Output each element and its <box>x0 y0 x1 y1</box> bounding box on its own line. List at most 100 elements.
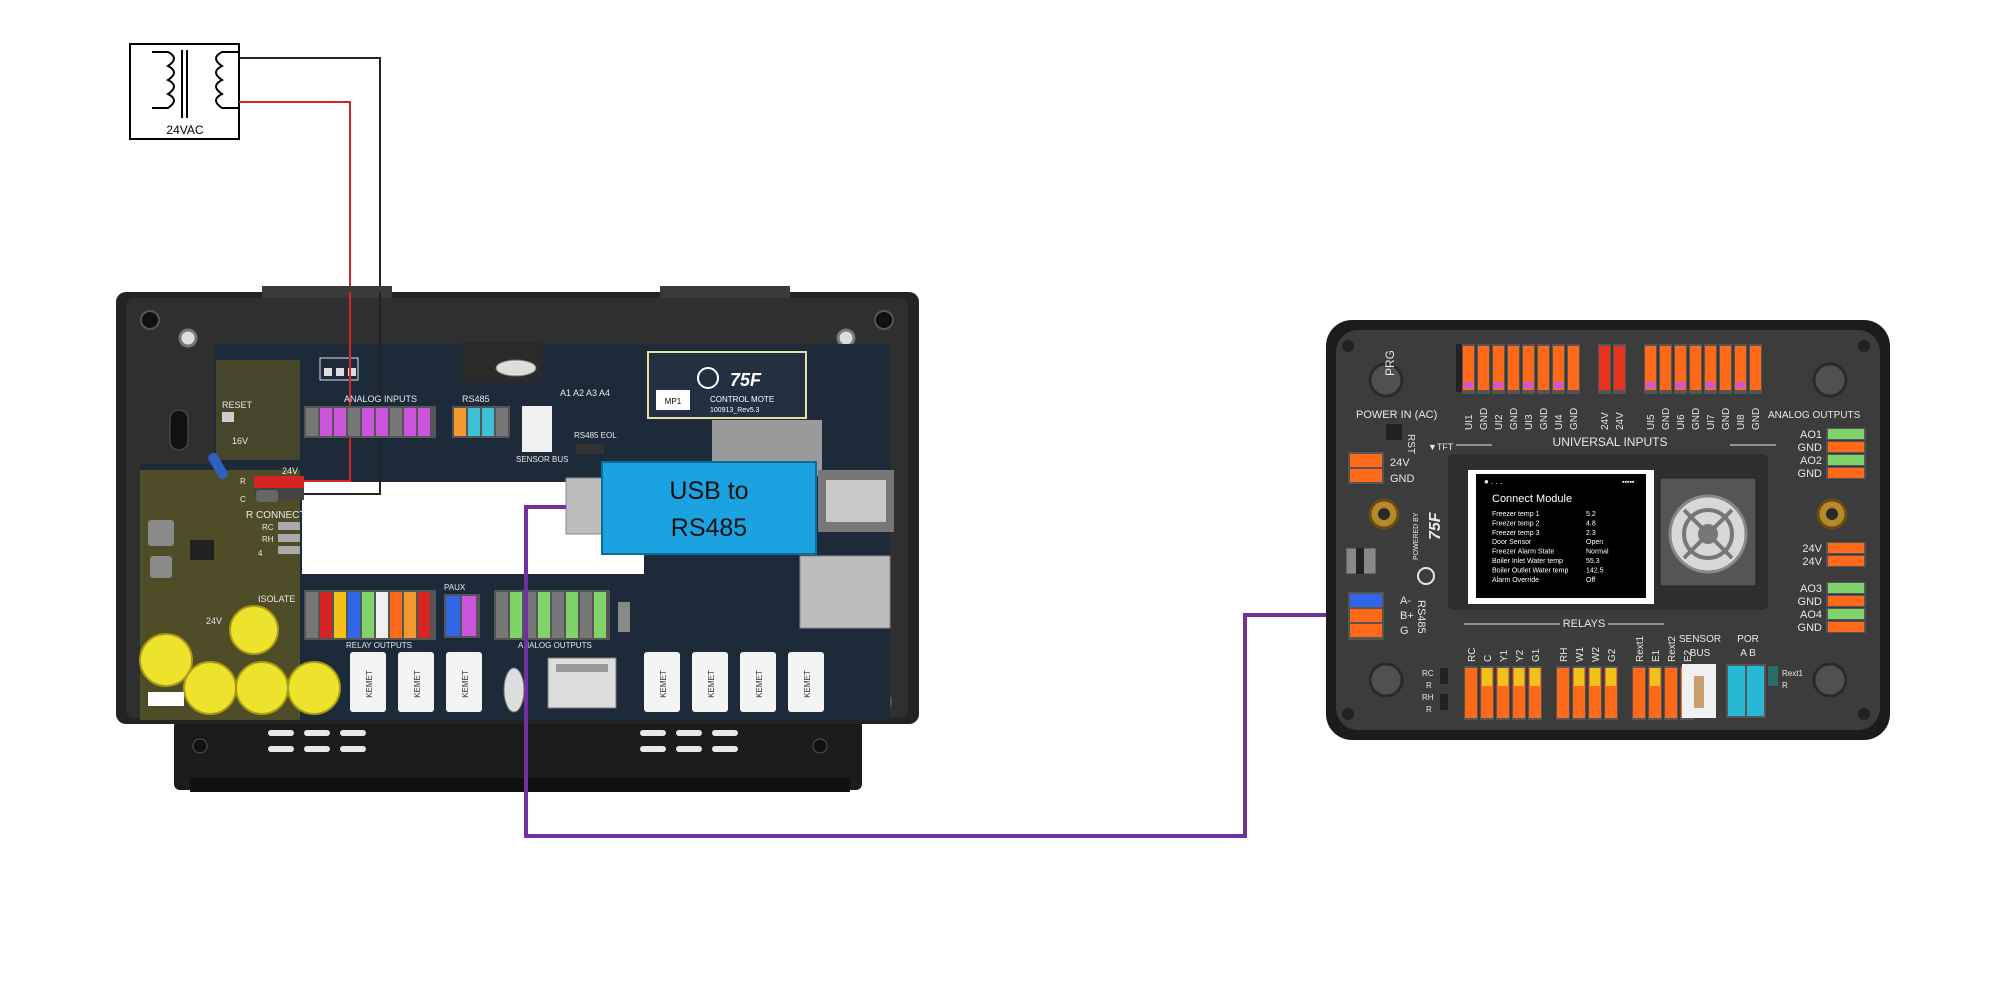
cm-rh-jumper[interactable] <box>1440 694 1448 710</box>
cm-por-terminal-a[interactable] <box>1728 666 1745 716</box>
rs485-eol-jumper[interactable] <box>576 444 604 454</box>
paux-terminals <box>444 594 480 638</box>
rs485-terminal-a[interactable] <box>468 408 480 436</box>
cm-por-terminal-b[interactable] <box>1747 666 1764 716</box>
relay-terminal-1[interactable] <box>306 592 318 638</box>
cm-rst-button[interactable] <box>1386 424 1402 440</box>
cm-ui-terminal-6[interactable] <box>1538 346 1549 390</box>
cm-ui-pin-label-2: GND <box>1479 408 1490 430</box>
cm-rs485-terminal-g[interactable] <box>1350 624 1382 637</box>
cm-rc-jumper[interactable] <box>1440 668 1448 684</box>
smartstat-24v-terminal[interactable] <box>254 476 304 488</box>
ai-terminal-6[interactable] <box>376 408 388 436</box>
relay-terminal-4[interactable] <box>348 592 360 638</box>
relay-terminal-3[interactable] <box>334 592 346 638</box>
cm-ui-terminal-18[interactable] <box>1750 346 1761 390</box>
reset-label: RESET <box>222 400 253 410</box>
cm-ui-terminal-14[interactable] <box>1690 346 1701 390</box>
cm-ui-pin-label-8: GND <box>1569 408 1580 430</box>
rs485-terminal-gnd[interactable] <box>496 408 508 436</box>
ao-terminal-5[interactable] <box>552 592 564 638</box>
cm-ui-terminal-5[interactable] <box>1523 346 1534 390</box>
cm-relay-terminal-10[interactable] <box>1633 668 1645 718</box>
ai-terminal-2[interactable] <box>320 408 332 436</box>
cm-ao-terminal-2[interactable] <box>1828 442 1864 452</box>
rs485-terminal-5v[interactable] <box>454 408 466 436</box>
wire-red-terminal <box>304 430 351 482</box>
svg-text:R: R <box>240 477 246 486</box>
ai-terminal-8[interactable] <box>404 408 416 436</box>
cm-screen-dots: ● . . . <box>1484 477 1502 486</box>
cm-ui-terminal-10[interactable] <box>1614 346 1625 390</box>
capacitor-5 <box>287 661 341 715</box>
cm-power-terminal-24v[interactable] <box>1350 454 1382 467</box>
sensor-bus-connector[interactable] <box>522 406 552 452</box>
paux-terminal-1[interactable] <box>446 596 460 636</box>
rs485-terminal-b[interactable] <box>482 408 494 436</box>
cm-rs485-terminal-b[interactable] <box>1350 609 1382 622</box>
cm-ui-terminal-17[interactable] <box>1735 346 1746 390</box>
cm-relay-terminals <box>1464 666 1694 720</box>
cm-ao-terminal-4[interactable] <box>1828 468 1864 478</box>
ai-terminal-9[interactable] <box>418 408 430 436</box>
ai-terminal-5[interactable] <box>362 408 374 436</box>
cm-ao-terminal-3[interactable] <box>1828 455 1864 465</box>
cm-ui-terminal-8[interactable] <box>1568 346 1579 390</box>
relay-terminal-7[interactable] <box>390 592 402 638</box>
cm-rs485-terminal-a[interactable] <box>1350 594 1382 607</box>
cm-ui-terminal-13[interactable] <box>1675 346 1686 390</box>
relay-terminal-9[interactable] <box>418 592 430 638</box>
cm-ui-pin-label-15: UI7 <box>1706 414 1717 430</box>
cm-ao2-terminal-4[interactable] <box>1828 622 1864 632</box>
adapter-label-line1: USB to <box>669 477 748 505</box>
cm-24v-right-terminal-2[interactable] <box>1828 556 1864 566</box>
cm-ui-terminal-7[interactable] <box>1553 346 1564 390</box>
ai-terminal-3[interactable] <box>334 408 346 436</box>
cm-screen-row-value-3: 2.3 <box>1586 530 1596 537</box>
cm-ao2-terminal-1[interactable] <box>1828 583 1864 593</box>
cm-ui-terminal-15[interactable] <box>1705 346 1716 390</box>
cm-rst-label: RST <box>1405 434 1416 454</box>
relay-terminal-2[interactable] <box>320 592 332 638</box>
ao-terminal-1[interactable] <box>496 592 508 638</box>
cm-relay-terminal-6[interactable] <box>1557 668 1569 718</box>
cm-analog-outputs-label: ANALOG OUTPUTS <box>1768 410 1861 421</box>
relay-terminal-5[interactable] <box>362 592 374 638</box>
cm-ao2-terminal-2[interactable] <box>1828 596 1864 606</box>
cm-ao2-terminal-3[interactable] <box>1828 609 1864 619</box>
cm-ui-terminal-16[interactable] <box>1720 346 1731 390</box>
cm-24v-right-terminal-1[interactable] <box>1828 543 1864 553</box>
cm-ui-terminal-9[interactable] <box>1599 346 1610 390</box>
cm-ui-terminal-3[interactable] <box>1493 346 1504 390</box>
cm-ao-terminal-1[interactable] <box>1828 429 1864 439</box>
cm-ui-terminal-12[interactable] <box>1660 346 1671 390</box>
cm-power-terminal-gnd[interactable] <box>1350 469 1382 482</box>
ao-terminal-2[interactable] <box>510 592 522 638</box>
relay-terminal-6[interactable] <box>376 592 388 638</box>
cm-relay-terminal-12[interactable] <box>1665 668 1677 718</box>
ai-terminal-7[interactable] <box>390 408 402 436</box>
cm-screen-row-name-5: Freezer Alarm State <box>1492 549 1554 556</box>
mount-hole-left <box>178 328 198 348</box>
svg-text:16V: 16V <box>232 436 248 446</box>
ao-terminal-4[interactable] <box>538 592 550 638</box>
ai-terminal-1[interactable] <box>306 408 318 436</box>
smartstat-brand: 75F <box>730 370 762 390</box>
reset-button[interactable] <box>222 412 234 422</box>
cm-ui-pin-label-7: UI4 <box>1554 414 1565 430</box>
ao-terminal-7[interactable] <box>580 592 592 638</box>
ai-terminal-4[interactable] <box>348 408 360 436</box>
usb-port <box>826 480 886 522</box>
relay-terminal-8[interactable] <box>404 592 416 638</box>
cm-screen-wifi-icon: ▪▪▪▪▪ <box>1622 479 1635 486</box>
cm-relay-terminal-1[interactable] <box>1465 668 1477 718</box>
r-connect-switch[interactable] <box>256 490 278 502</box>
cm-ui-terminal-11[interactable] <box>1645 346 1656 390</box>
ao-terminal-6[interactable] <box>566 592 578 638</box>
cm-ui-terminal-1[interactable] <box>1463 346 1474 390</box>
cm-ui-terminal-4[interactable] <box>1508 346 1519 390</box>
ao-terminal-8[interactable] <box>594 592 606 638</box>
cm-por-label: POR <box>1737 634 1759 645</box>
cm-ui-terminal-2[interactable] <box>1478 346 1489 390</box>
paux-terminal-2[interactable] <box>462 596 476 636</box>
